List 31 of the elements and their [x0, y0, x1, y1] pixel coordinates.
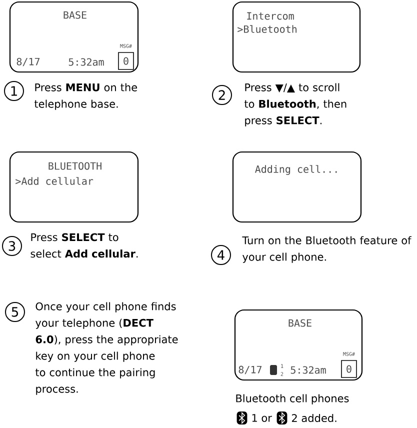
- step-number: 3: [2, 236, 22, 256]
- lcd-screen: [9, 1, 139, 73]
- lcd-screen: [9, 151, 139, 223]
- screen-text: >Add cellular: [16, 177, 94, 185]
- instruction-text: Turn on the Bluetooth feature of your cell phone.: [242, 236, 412, 263]
- step-number: 4: [211, 245, 231, 265]
- lcd-screen: [234, 309, 363, 381]
- step-number: 5: [5, 302, 25, 322]
- node-label: 1 or: [252, 414, 272, 422]
- step-number: 2: [212, 85, 232, 105]
- node-label: 2 added.: [292, 414, 336, 422]
- screen-text: BASE: [64, 11, 86, 19]
- message-counter: 0: [118, 52, 134, 70]
- screen-text: 8/17: [238, 366, 262, 374]
- node-label: Bluetooth cell phones: [236, 394, 349, 404]
- step-number: 1: [4, 81, 24, 101]
- message-counter: 0: [341, 360, 357, 378]
- lcd-screen: [232, 151, 362, 223]
- screen-text: Intercom: [247, 12, 294, 20]
- screen-text: BLUETOOTH: [48, 162, 102, 170]
- instruction-text: Press SELECT to select Add cellular.: [30, 233, 138, 258]
- screen-text: 5:32am: [290, 366, 326, 374]
- instruction-text: Press ▼/▲ to scroll to Bluetooth, then press SELECT.: [244, 83, 346, 126]
- screen-text: Adding cell...: [255, 165, 337, 175]
- instruction-text: Press MENU on the telephone base.: [34, 83, 138, 110]
- lcd-screen: [232, 1, 361, 73]
- screen-text: 5:32am: [68, 58, 104, 66]
- screen-text: >Bluetooth: [238, 25, 296, 33]
- screen-text: BASE: [288, 319, 312, 327]
- screen-text: 8/17: [16, 58, 40, 66]
- instruction-text: Once your cell phone finds your telephone (DECT 6.0), press the appropriate key on your cell phone to continue the pairing process.: [35, 302, 178, 395]
